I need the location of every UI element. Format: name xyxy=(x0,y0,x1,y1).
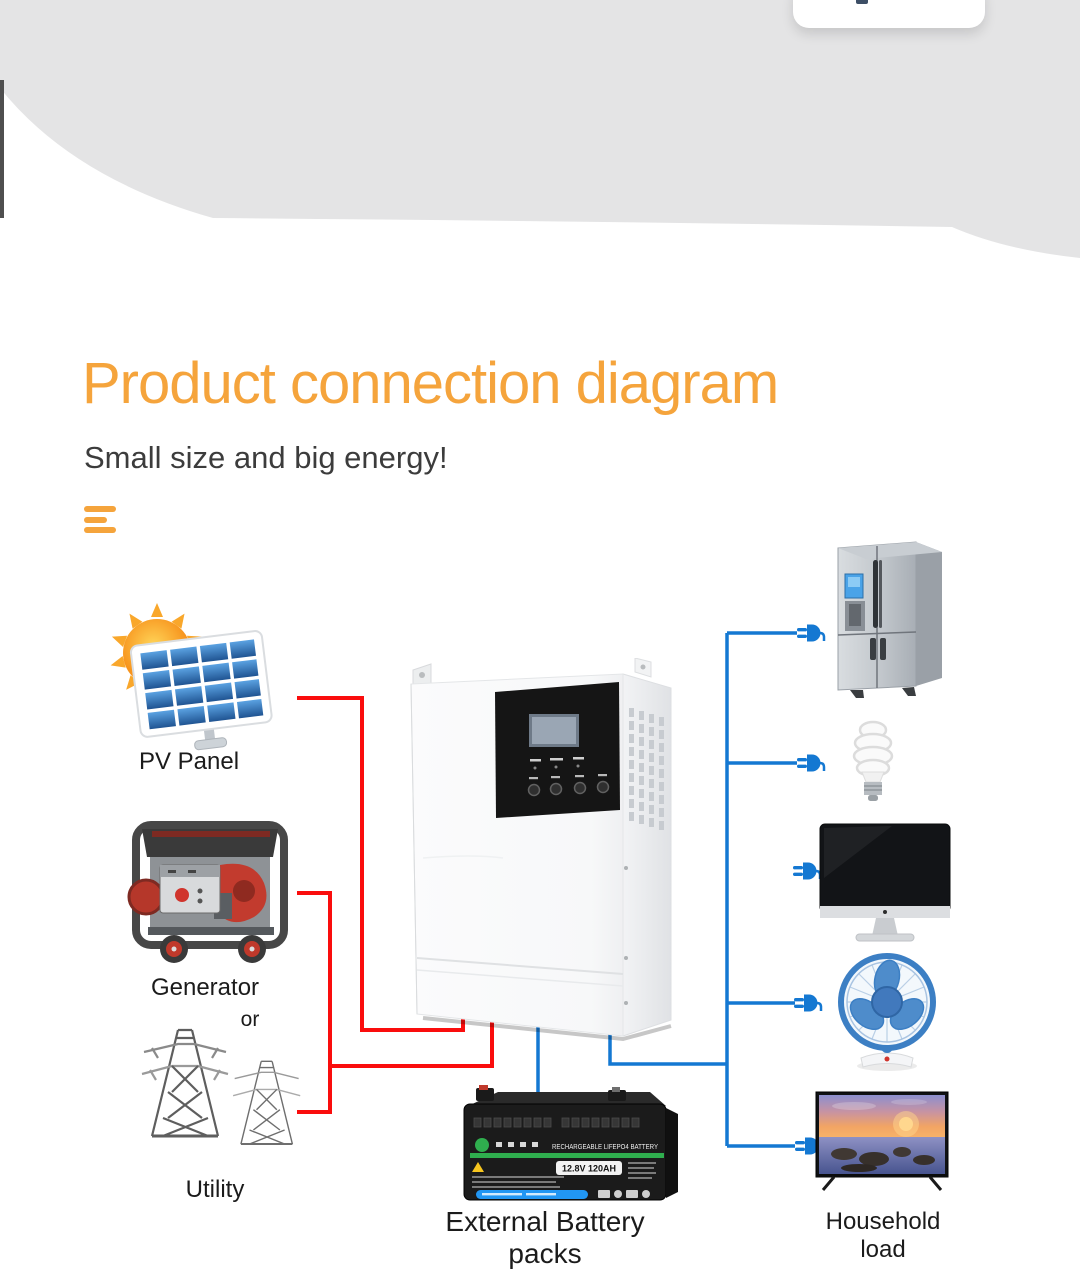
tv-icon xyxy=(815,1091,949,1191)
floating-card[interactable] xyxy=(793,0,985,28)
generator-icon xyxy=(127,821,288,963)
page-subtitle: Small size and big energy! xyxy=(84,440,448,475)
pv-dc-line xyxy=(297,696,465,1032)
refrigerator-icon xyxy=(837,541,942,698)
left-edge-accent xyxy=(0,80,4,218)
household-load-label: Household load xyxy=(825,1208,941,1263)
battery-capacity-badge: 12.8V 120AH xyxy=(562,1164,616,1174)
desk-fan-icon xyxy=(838,953,936,1071)
certification-icons xyxy=(598,1190,650,1198)
warning-icon xyxy=(472,1162,484,1172)
ac-output-line xyxy=(608,1032,727,1066)
solar-panel-icon xyxy=(129,630,273,751)
battery-logo-icon xyxy=(475,1138,489,1152)
generator-utility-line xyxy=(297,891,332,1114)
or-label: or xyxy=(240,1008,260,1031)
power-plug-icon xyxy=(794,994,823,1012)
monitor-icon xyxy=(819,823,951,942)
pv-panel-label: PV Panel xyxy=(138,748,240,775)
utility-label: Utility xyxy=(185,1176,245,1203)
ac-input-line xyxy=(330,1017,494,1068)
header-background xyxy=(0,0,1080,258)
battery-image: RECHARGEABLE LIFEPO4 BATTERY 12.8V 120AH xyxy=(463,1085,678,1201)
utility-towers-icon xyxy=(141,1028,301,1146)
battery-brand-text: RECHARGEABLE LIFEPO4 BATTERY xyxy=(552,1144,658,1151)
generator-label: Generator xyxy=(150,974,260,1001)
cfl-bulb-icon xyxy=(852,720,894,801)
power-plug-icon xyxy=(797,754,826,772)
page-title: Product connection diagram xyxy=(82,351,779,416)
battery-label: External Battery packs xyxy=(445,1206,645,1269)
power-plug-icon xyxy=(797,624,826,642)
list-icon xyxy=(84,506,116,538)
cut-off-icon xyxy=(856,0,868,4)
inverter-image xyxy=(410,658,672,1042)
